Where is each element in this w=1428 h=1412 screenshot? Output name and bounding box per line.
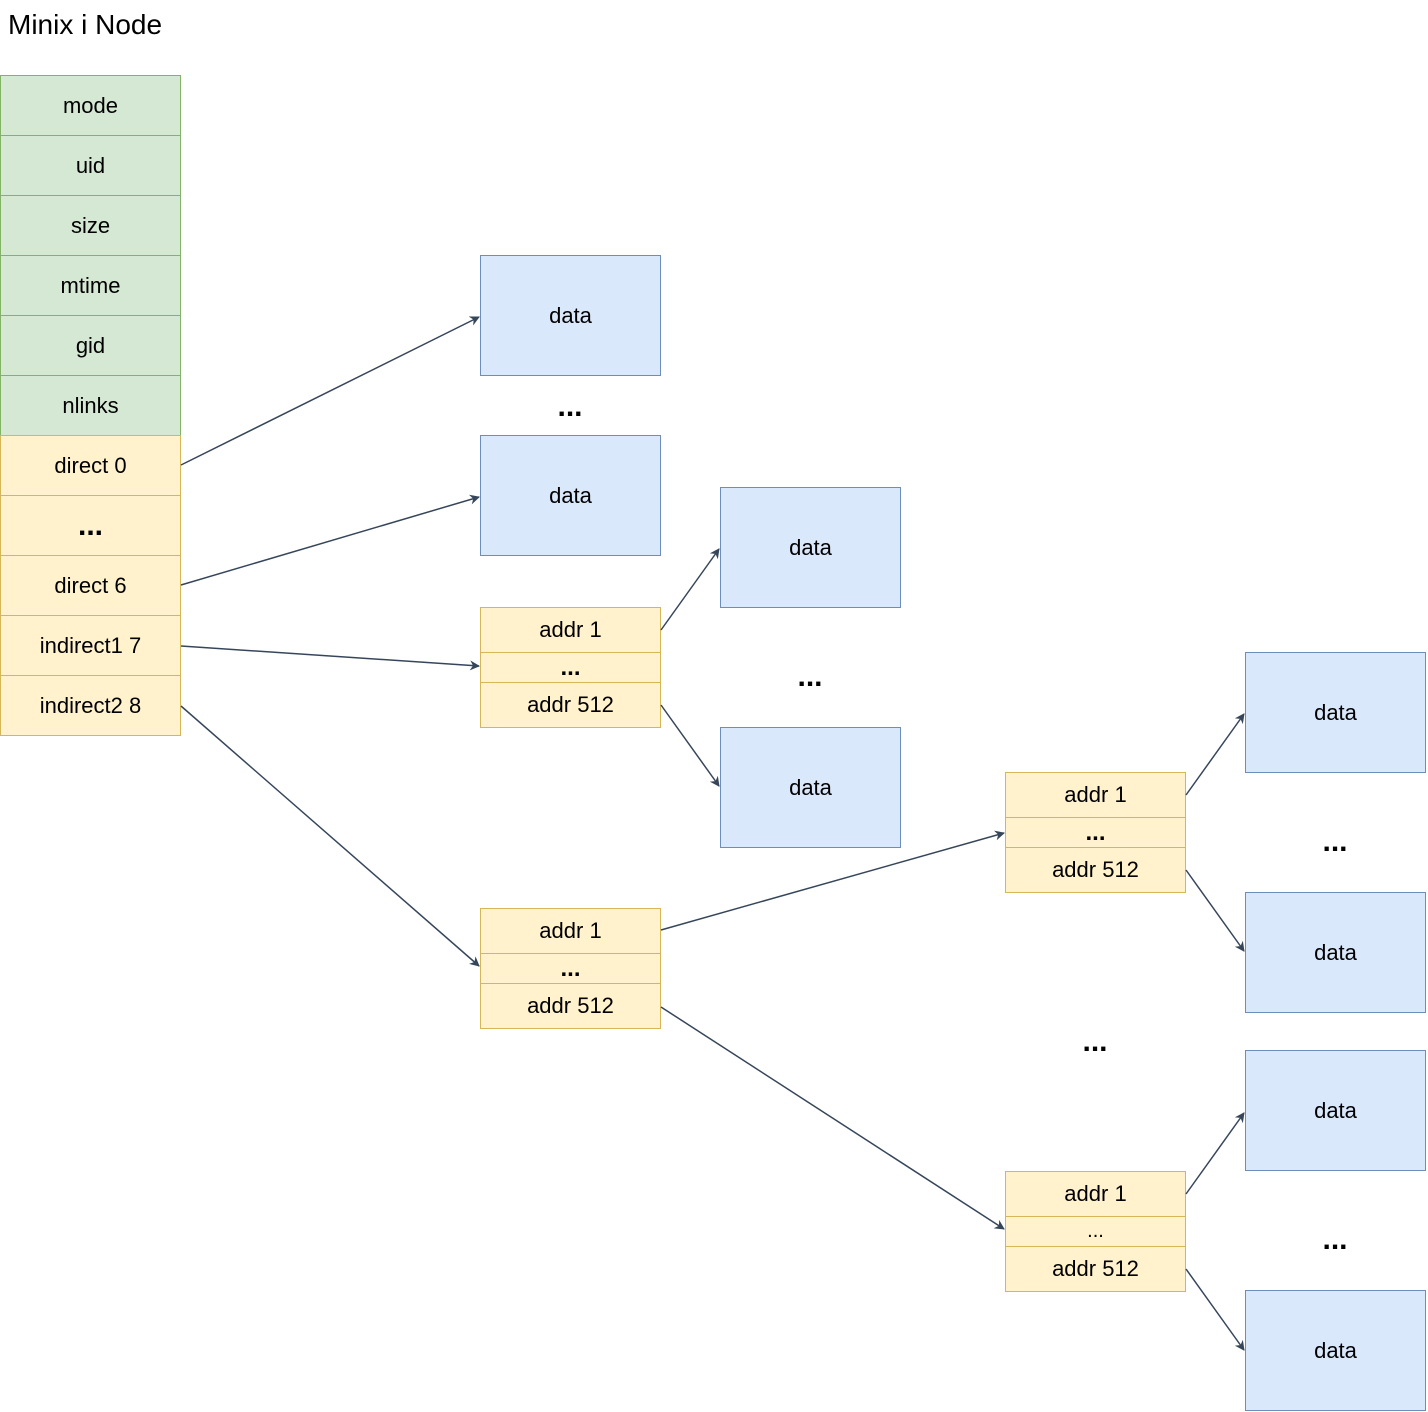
arrow-ind1-addr512-to-data <box>660 704 720 787</box>
inode-indirect1: indirect1 7 <box>0 615 181 676</box>
arrow-ind2-addr1-to-sub1 <box>660 830 1005 931</box>
inode-field-gid: gid <box>0 315 181 376</box>
inode-direct-ellipsis: ... <box>0 495 181 556</box>
data-block-sub1-first: data <box>1245 652 1426 773</box>
sub1-addr-512: addr 512 <box>1005 847 1186 893</box>
arrow-sub2-addr1-to-data <box>1185 1112 1245 1195</box>
diagram-title: Minix i Node <box>8 9 163 40</box>
indirect1-addr-512: addr 512 <box>480 682 661 728</box>
gap-ellipsis-sub-blocks: ... <box>1082 1025 1108 1058</box>
gap-ellipsis-direct: ... <box>557 390 583 423</box>
arrow-ind2-addr512-to-sub2 <box>660 1006 1005 1230</box>
indirect1-addr-1: addr 1 <box>480 607 661 653</box>
indirect2-addr-ellipsis: ... <box>480 953 661 984</box>
data-block-indirect1-first: data <box>720 487 901 608</box>
data-block-direct-0: data <box>480 255 661 376</box>
data-block-direct-6: data <box>480 435 661 556</box>
inode-field-size: size <box>0 195 181 256</box>
sub1-addr-1: addr 1 <box>1005 772 1186 818</box>
sub2-addr-512: addr 512 <box>1005 1246 1186 1292</box>
data-block-sub2-first: data <box>1245 1050 1426 1171</box>
inode-field-nlinks: nlinks <box>0 375 181 436</box>
sub2-addr-1: addr 1 <box>1005 1171 1186 1217</box>
arrow-sub2-addr512-to-data <box>1185 1268 1245 1351</box>
inode-direct-6: direct 6 <box>0 555 181 616</box>
gap-ellipsis-sub2: ... <box>1322 1223 1348 1256</box>
gap-ellipsis-sub1: ... <box>1322 825 1348 858</box>
inode-indirect2: indirect2 8 <box>0 675 181 736</box>
inode-field-mode: mode <box>0 75 181 136</box>
arrow-direct0-to-data <box>180 316 480 466</box>
arrow-indirect1-to-block <box>180 645 480 671</box>
data-block-indirect1-last: data <box>720 727 901 848</box>
data-block-sub1-last: data <box>1245 892 1426 1013</box>
inode-field-uid: uid <box>0 135 181 196</box>
sub1-addr-ellipsis: ... <box>1005 817 1186 848</box>
inode-direct-0: direct 0 <box>0 435 181 496</box>
arrow-sub1-addr1-to-data <box>1185 713 1245 796</box>
arrow-ind1-addr1-to-data <box>660 548 720 631</box>
gap-ellipsis-indirect1: ... <box>797 660 823 693</box>
arrow-indirect2-to-block <box>180 705 480 967</box>
arrow-sub1-addr512-to-data <box>1185 869 1245 952</box>
data-block-sub2-last: data <box>1245 1290 1426 1411</box>
indirect2-addr-512: addr 512 <box>480 983 661 1029</box>
arrow-direct6-to-data <box>180 494 480 586</box>
